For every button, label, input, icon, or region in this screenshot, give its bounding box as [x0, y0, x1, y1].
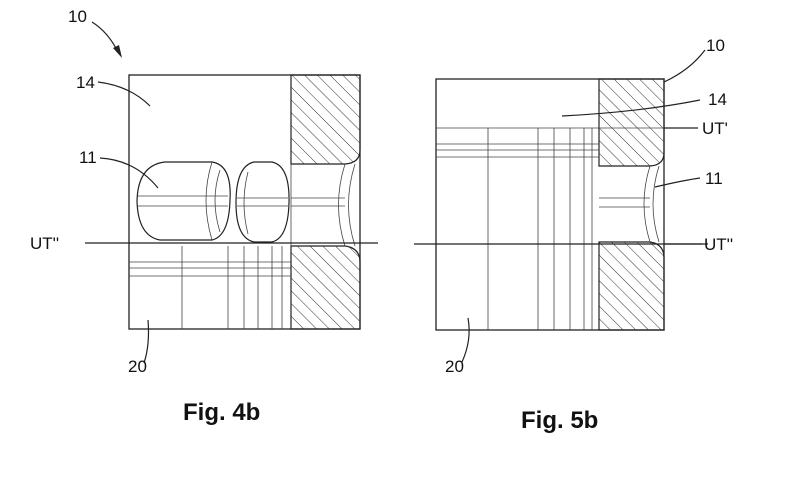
- fig4b-element-large-edge: [214, 169, 221, 233]
- fig4b-leader-10-arrow: [113, 45, 122, 58]
- fig5b-label-10: 10: [706, 36, 725, 55]
- fig5b-channel: [643, 165, 660, 243]
- fig4b-label-20: 20: [128, 357, 147, 376]
- fig5b-leader-11: [654, 177, 701, 188]
- fig4b-label-ut: UT'': [30, 234, 59, 253]
- fig4b-label-14: 14: [76, 73, 95, 92]
- fig5b-label-14: 14: [708, 90, 727, 109]
- fig5b-hatched-wall-top: [598, 78, 665, 167]
- fig4b-element-large-edge: [205, 161, 213, 241]
- fig5b-label-ut1: UT': [702, 119, 728, 138]
- figure-4b: 10 14 11 UT'' 20 Fig. 4b: [30, 7, 378, 426]
- fig4b-leader-14: [97, 81, 151, 107]
- fig5b-leader-10: [663, 49, 706, 83]
- fig4b-channel: [290, 163, 356, 247]
- fig5b-leader-14: [561, 99, 701, 117]
- fig4b-label-10: 10: [68, 7, 87, 26]
- fig5b-leader-20: [461, 317, 470, 363]
- fig4b-leader-11: [99, 157, 159, 189]
- fig4b-hatched-wall-bottom: [290, 245, 361, 330]
- fig5b-hatched-wall-bottom: [598, 241, 665, 331]
- fig4b-element-small: [235, 161, 290, 243]
- fig4b-caption: Fig. 4b: [183, 399, 260, 426]
- fig5b-label-11: 11: [705, 169, 723, 188]
- fig5b-label-20: 20: [445, 357, 464, 376]
- fig4b-label-11: 11: [79, 148, 97, 167]
- fig4b-element-small-edge: [243, 171, 249, 235]
- fig5b-label-ut2: UT'': [704, 235, 733, 254]
- fig4b-leader-20: [143, 319, 150, 364]
- fig5b-caption: Fig. 5b: [521, 407, 598, 434]
- figure-5b: 10 14 UT' 11 UT'' 20 Fig. 5b: [414, 36, 733, 434]
- fig4b-hatched-wall-top: [290, 74, 361, 165]
